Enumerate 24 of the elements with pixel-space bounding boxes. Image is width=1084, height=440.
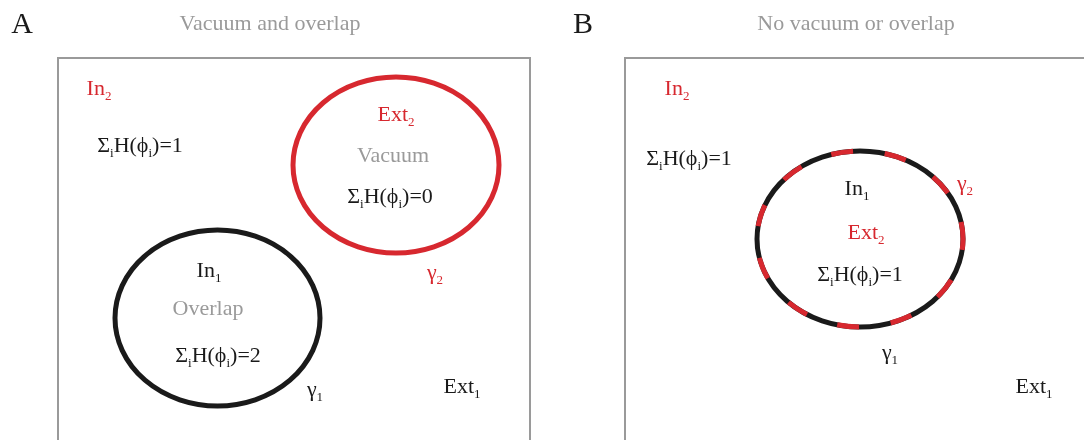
region-label: In$_{1}$ (196, 259, 222, 281)
region-label: Vacuum (356, 144, 430, 166)
sum-equation: Σ$_{i}$H(ϕ$_{i}$)=2 (175, 344, 261, 366)
panel-letter: A (11, 8, 33, 38)
region-label: Ext$_{1}$ (443, 375, 481, 397)
curve-label: γ$_{1}$ (306, 378, 324, 400)
region-label: Ext$_{2}$ (847, 221, 885, 243)
sum-equation: Σ$_{i}$H(ϕ$_{i}$)=1 (646, 147, 732, 169)
region-label: In$_{2}$ (664, 77, 690, 99)
panel-letter: B (573, 8, 593, 38)
curve-label: γ$_{2}$ (426, 261, 444, 283)
region-label: In$_{2}$ (86, 77, 112, 99)
curve-label: γ$_{1}$ (881, 341, 899, 363)
region-label: Ext$_{1}$ (1015, 375, 1053, 397)
ellipse-contour (112, 227, 323, 409)
region-label: Overlap (172, 297, 244, 319)
sum-equation: Σ$_{i}$H(ϕ$_{i}$)=1 (817, 263, 903, 285)
panel-title: Vacuum and overlap (179, 12, 361, 34)
sum-equation: Σ$_{i}$H(ϕ$_{i}$)=0 (347, 185, 433, 207)
region-label: In$_{1}$ (844, 177, 870, 199)
panel-title: No vacuum or overlap (757, 12, 955, 34)
region-label: Ext$_{2}$ (377, 103, 415, 125)
curve-label: γ$_{2}$ (956, 172, 974, 194)
sum-equation: Σ$_{i}$H(ϕ$_{i}$)=1 (97, 134, 183, 156)
